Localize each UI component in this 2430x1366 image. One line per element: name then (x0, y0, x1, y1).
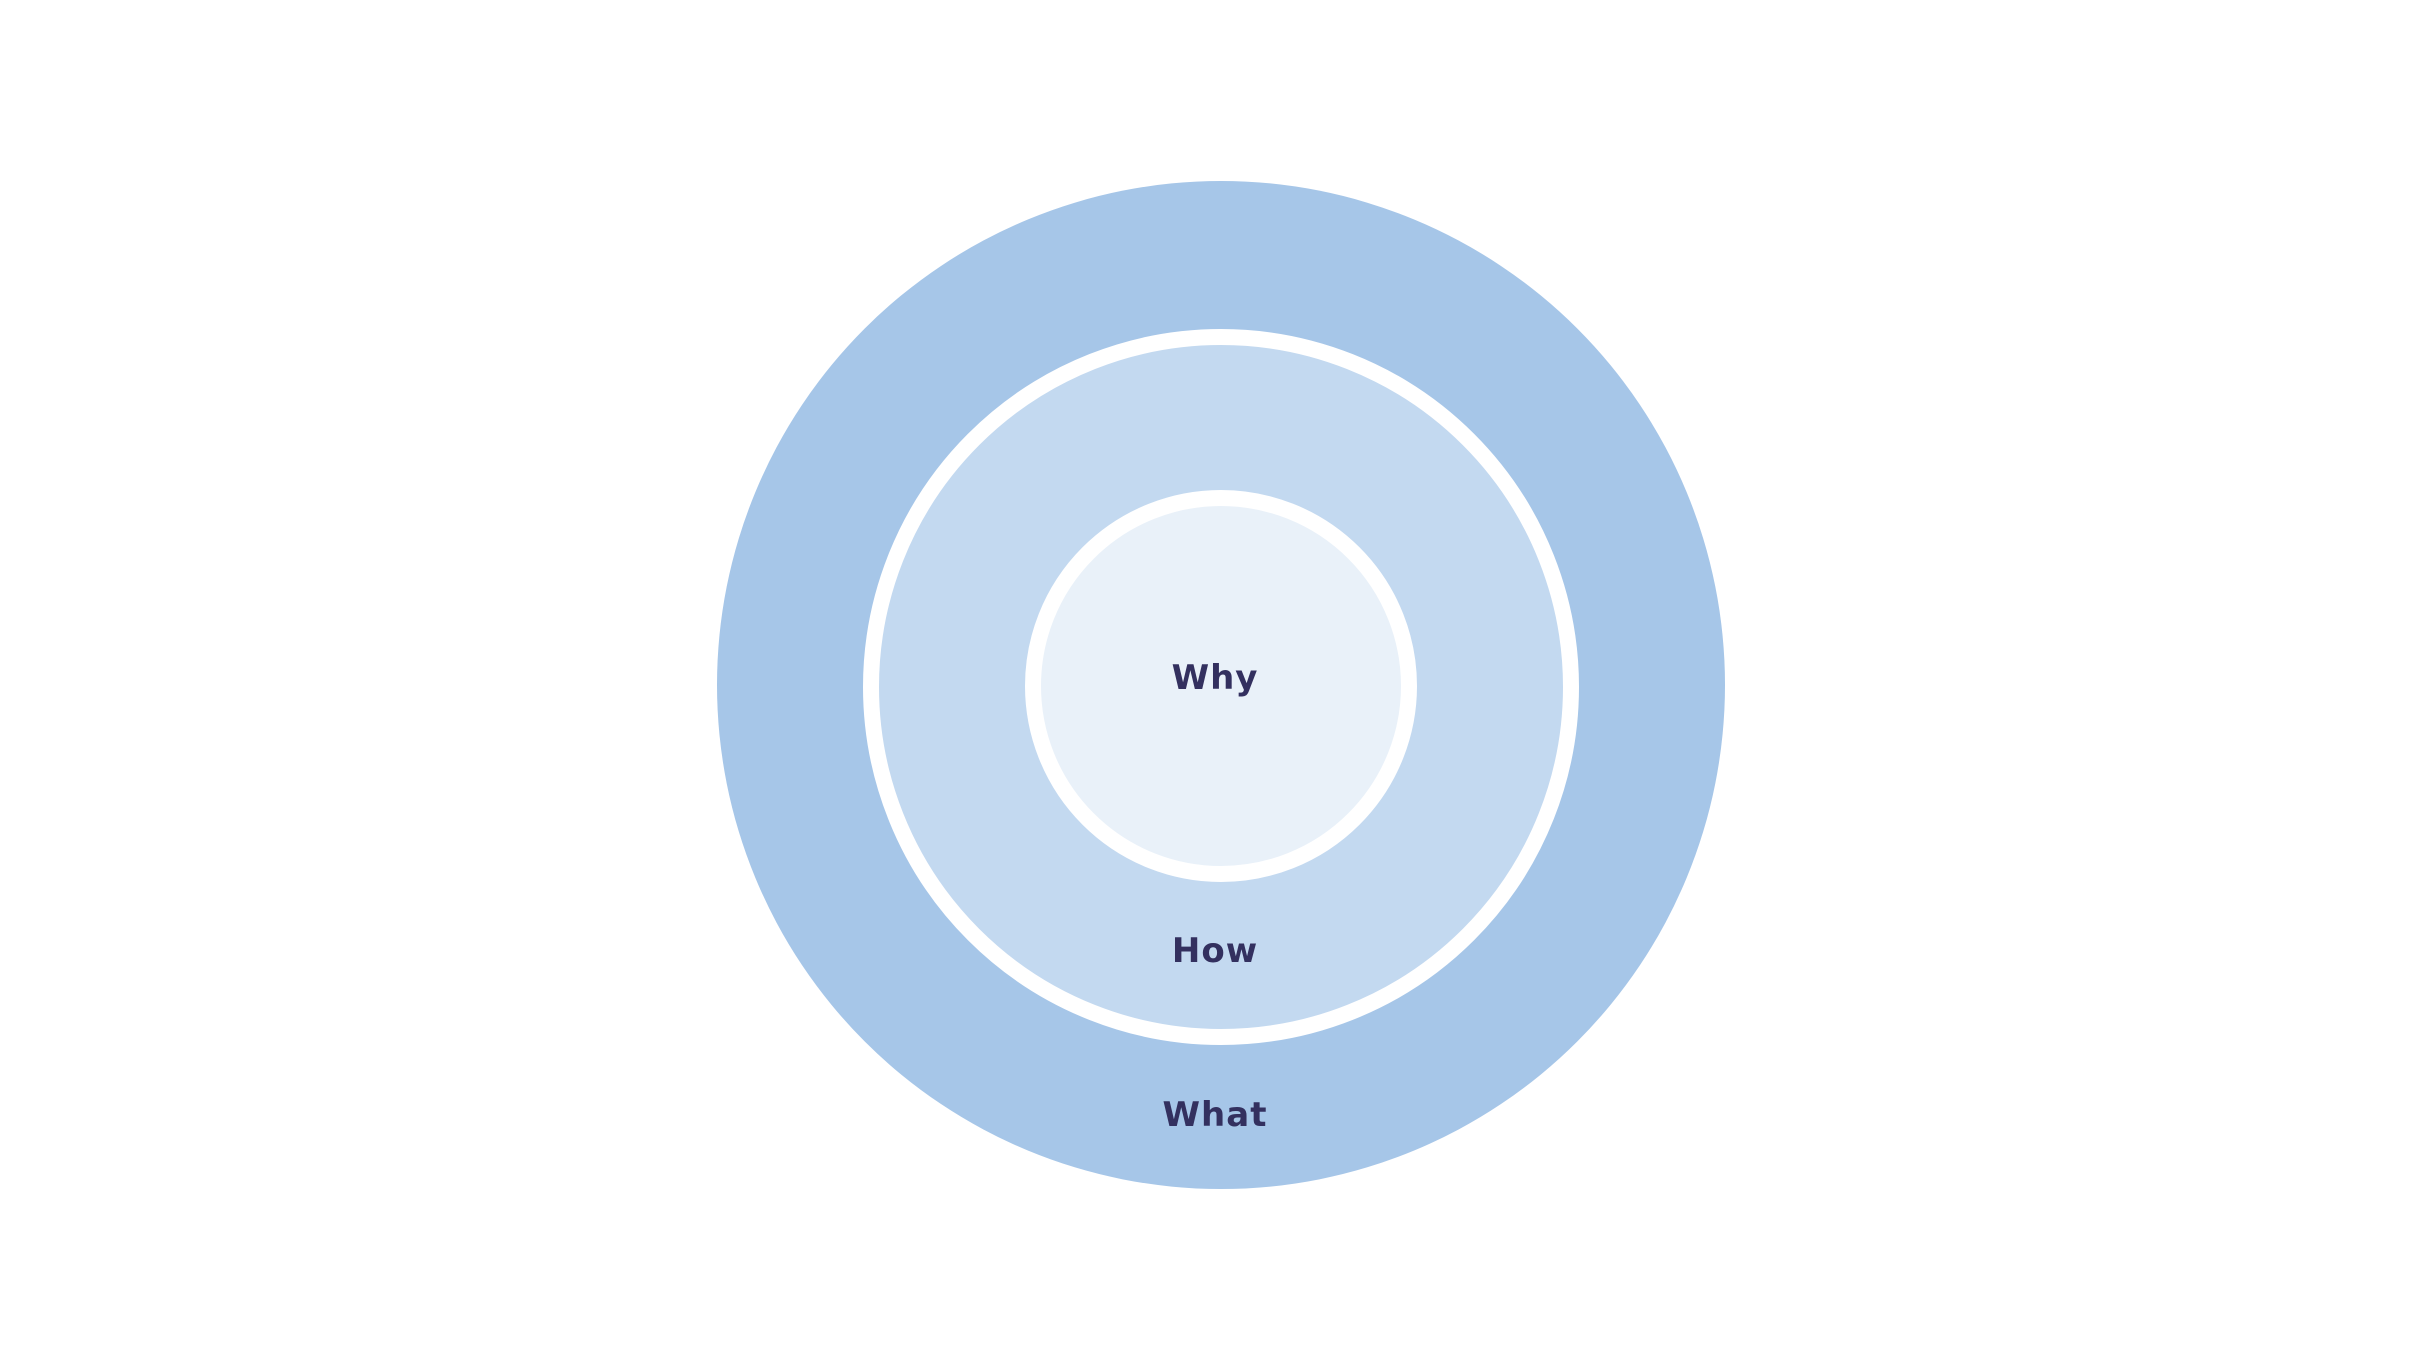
what-label: What (1162, 1095, 1268, 1135)
why-label: Why (1171, 658, 1259, 698)
how-label: How (1171, 931, 1259, 971)
